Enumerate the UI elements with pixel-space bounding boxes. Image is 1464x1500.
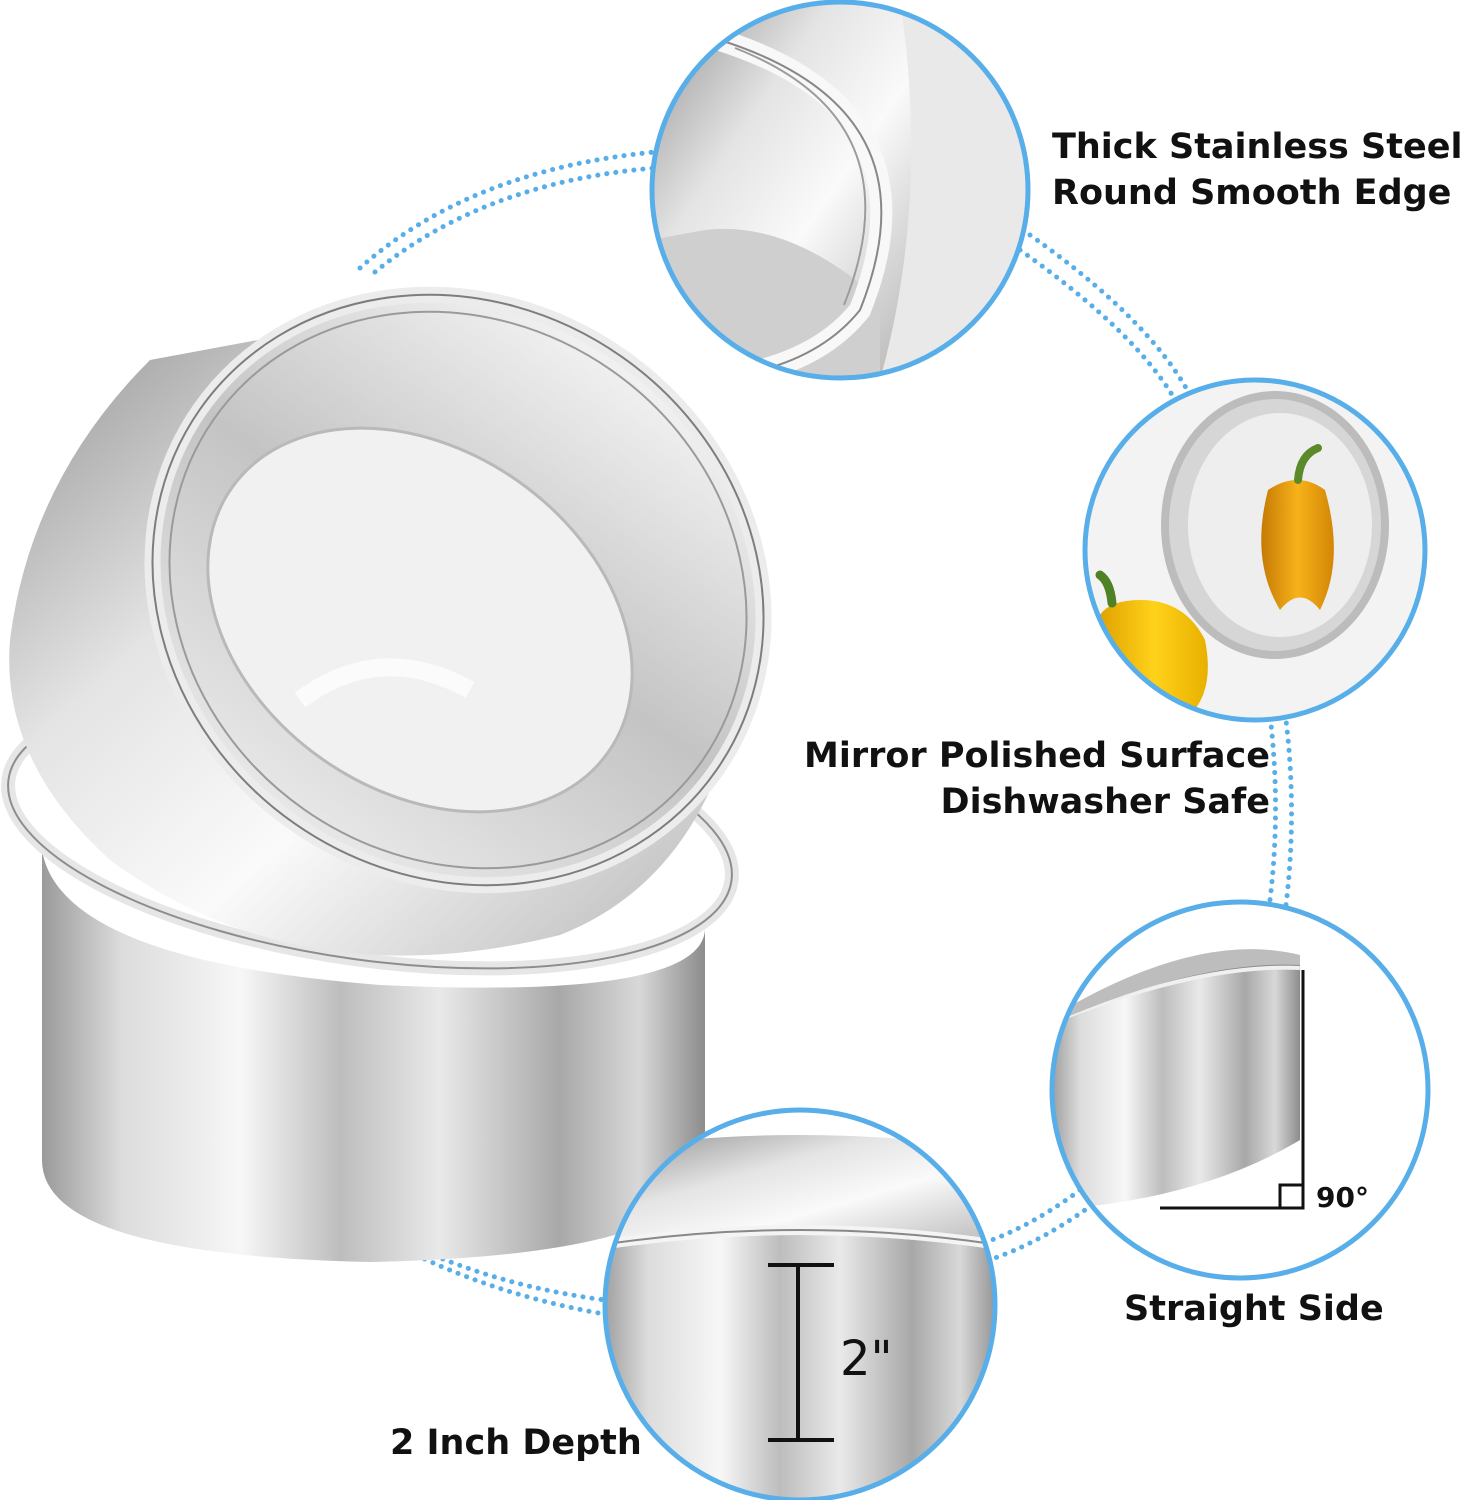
detail-circle-depth (602, 1107, 998, 1500)
orange-pepper-icon (1261, 480, 1334, 610)
caption-mirror-line2: Dishwasher Safe (940, 782, 1270, 822)
angle-label: 90° (1316, 1181, 1369, 1214)
cake-pan-stack (1, 286, 772, 1262)
feature-caption-edge: Thick Stainless Steel Round Smooth Edge (1052, 124, 1462, 216)
caption-depth-label: 2 Inch Depth (390, 1423, 642, 1463)
caption-edge-line1: Thick Stainless Steel (1052, 127, 1463, 167)
caption-mirror-line1: Mirror Polished Surface (804, 736, 1270, 776)
feature-caption-depth: 2 Inch Depth (390, 1420, 642, 1466)
feature-caption-side: Straight Side (1124, 1286, 1384, 1332)
feature-caption-mirror: Mirror Polished Surface Dishwasher Safe (804, 733, 1270, 825)
bottom-pan-body (42, 850, 705, 1262)
detail-circle-side (1049, 899, 1431, 1281)
depth-measure-label: 2" (840, 1331, 893, 1387)
detail-circle-edge (649, 0, 1031, 381)
caption-edge-line2: Round Smooth Edge (1052, 173, 1452, 213)
caption-side-label: Straight Side (1124, 1289, 1384, 1329)
detail-circle-mirror (1082, 377, 1428, 723)
top-pan-inner-floor (206, 426, 634, 814)
yellow-pepper-icon (1100, 600, 1208, 715)
